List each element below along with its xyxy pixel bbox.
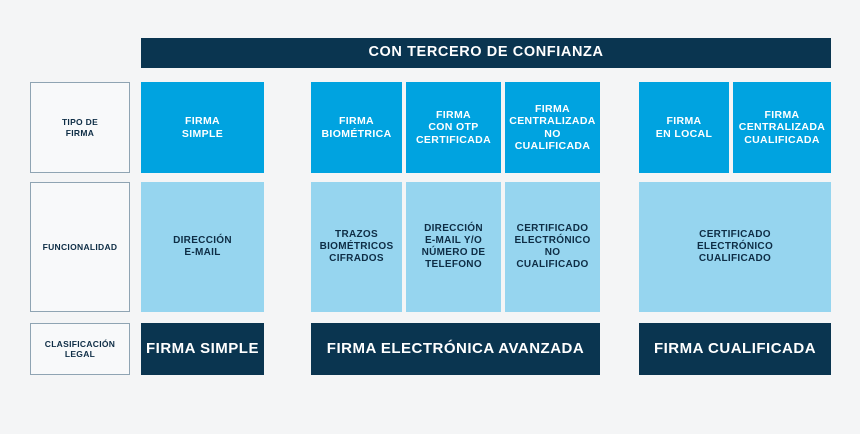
type-cell-firma-centralizada-cualificada[interactable]: FIRMA CENTRALIZADA CUALIFICADA xyxy=(733,82,831,173)
row-label-clasificacion-legal: CLASIFICACIÓN LEGAL xyxy=(30,323,130,375)
type-cell-firma-centralizada-no-cualificada[interactable]: FIRMA CENTRALIZADA NO CUALIFICADA xyxy=(505,82,600,173)
type-cell-firma-biometrica[interactable]: FIRMA BIOMÉTRICA xyxy=(311,82,402,173)
function-cell-direccion-email[interactable]: DIRECCIÓN E-MAIL xyxy=(141,182,264,312)
function-cell-certificado-electronico-cualificado-label: CERTIFICADO ELECTRÓNICO CUALIFICADO xyxy=(696,229,774,264)
function-cell-certificado-electronico-cualificado[interactable]: CERTIFICADO ELECTRÓNICO CUALIFICADO xyxy=(639,182,831,312)
header-bar-con-tercero-de-confianza: CON TERCERO DE CONFIANZA xyxy=(141,38,831,68)
type-cell-firma-en-local[interactable]: FIRMA EN LOCAL xyxy=(639,82,729,173)
legal-cell-firma-cualificada-label: FIRMA CUALIFICADA xyxy=(653,340,817,358)
type-cell-firma-centralizada-cualificada-label: FIRMA CENTRALIZADA CUALIFICADA xyxy=(738,108,826,146)
function-cell-trazos-biometricos-cifrados-label: TRAZOS BIOMÉTRICOS CIFRADOS xyxy=(319,229,394,264)
type-cell-firma-con-otp-certificada-label: FIRMA CON OTP CERTIFICADA xyxy=(415,108,491,146)
legal-cell-firma-electronica-avanzada[interactable]: FIRMA ELECTRÓNICA AVANZADA xyxy=(311,323,600,375)
row-label-clasificacion-legal-text: CLASIFICACIÓN LEGAL xyxy=(44,338,116,359)
type-cell-firma-simple[interactable]: FIRMA SIMPLE xyxy=(141,82,264,173)
function-cell-certificado-electronico-no-cualificado[interactable]: CERTIFICADO ELECTRÓNICO NO CUALIFICADO xyxy=(505,182,600,312)
type-cell-firma-biometrica-label: FIRMA BIOMÉTRICA xyxy=(321,115,392,140)
function-cell-direccion-email-label: DIRECCIÓN E-MAIL xyxy=(173,235,232,258)
type-cell-firma-con-otp-certificada[interactable]: FIRMA CON OTP CERTIFICADA xyxy=(406,82,501,173)
function-cell-certificado-electronico-no-cualificado-label: CERTIFICADO ELECTRÓNICO NO CUALIFICADO xyxy=(514,223,591,270)
row-label-funcionalidad-text: FUNCIONALIDAD xyxy=(42,241,118,252)
function-cell-direccion-email-telefono-label: DIRECCIÓN E-MAIL Y/O NÚMERO DE TELEFONO xyxy=(421,223,486,270)
type-cell-firma-en-local-label: FIRMA EN LOCAL xyxy=(655,115,713,140)
row-label-funcionalidad: FUNCIONALIDAD xyxy=(30,182,130,312)
function-cell-trazos-biometricos-cifrados[interactable]: TRAZOS BIOMÉTRICOS CIFRADOS xyxy=(311,182,402,312)
type-cell-firma-centralizada-no-cualificada-label: FIRMA CENTRALIZADA NO CUALIFICADA xyxy=(509,102,596,152)
row-label-tipo-de-firma: TIPO DE FIRMA xyxy=(30,82,130,173)
type-cell-firma-simple-label: FIRMA SIMPLE xyxy=(181,115,224,140)
legal-cell-firma-simple[interactable]: FIRMA SIMPLE xyxy=(141,323,264,375)
legal-cell-firma-cualificada[interactable]: FIRMA CUALIFICADA xyxy=(639,323,831,375)
legal-cell-firma-electronica-avanzada-label: FIRMA ELECTRÓNICA AVANZADA xyxy=(326,340,585,358)
header-bar-label: CON TERCERO DE CONFIANZA xyxy=(368,44,604,61)
legal-cell-firma-simple-label: FIRMA SIMPLE xyxy=(146,340,259,358)
function-cell-direccion-email-telefono[interactable]: DIRECCIÓN E-MAIL Y/O NÚMERO DE TELEFONO xyxy=(406,182,501,312)
row-label-tipo-de-firma-text: TIPO DE FIRMA xyxy=(61,117,99,138)
